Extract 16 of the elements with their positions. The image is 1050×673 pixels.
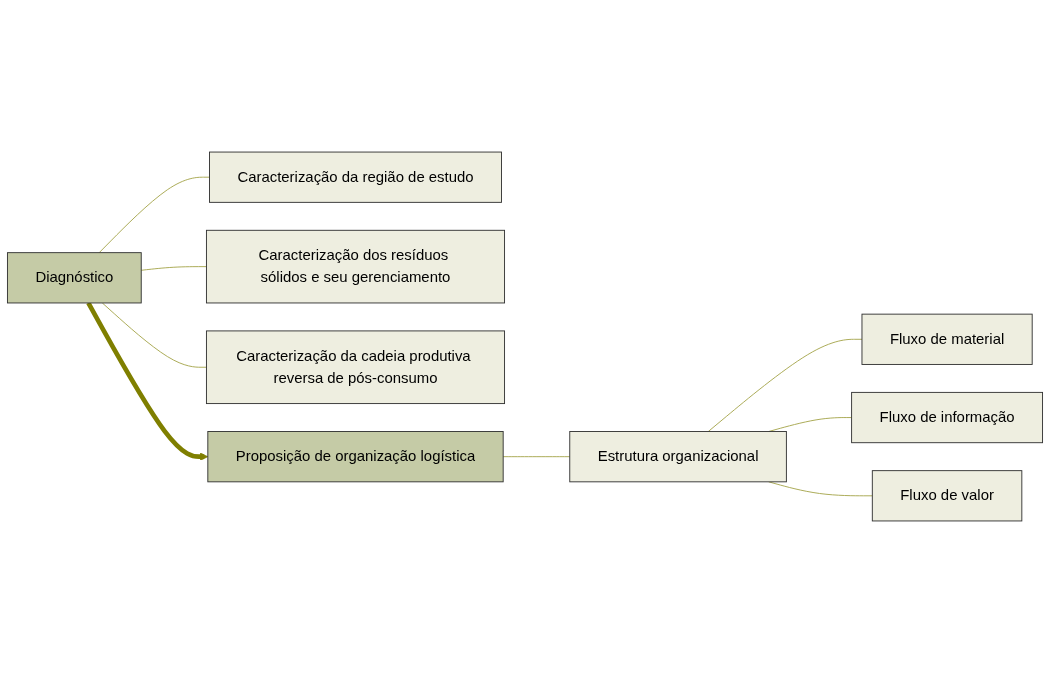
connector xyxy=(101,302,207,368)
node-box: Fluxo de informação xyxy=(851,391,1043,444)
connector xyxy=(502,456,571,458)
connector xyxy=(707,338,863,432)
node-box: Diagnóstico xyxy=(7,252,142,304)
node-box: Proposição de organização logística xyxy=(207,431,504,483)
node-box: Caracterização dos resíduos sólidos e seu gerenciamento xyxy=(206,229,505,304)
node-box: Estrutura organizacional xyxy=(569,431,787,483)
connector xyxy=(768,481,873,497)
node-box: Fluxo de material xyxy=(861,313,1033,365)
node-box: Caracterização da cadeia produtiva reversa de pós-consumo xyxy=(206,330,505,405)
arrow xyxy=(86,301,209,461)
connector xyxy=(98,176,210,254)
node-box: Caracterização da região de estudo xyxy=(209,151,502,203)
connector xyxy=(140,266,207,271)
node-box: Fluxo de valor xyxy=(871,470,1023,522)
